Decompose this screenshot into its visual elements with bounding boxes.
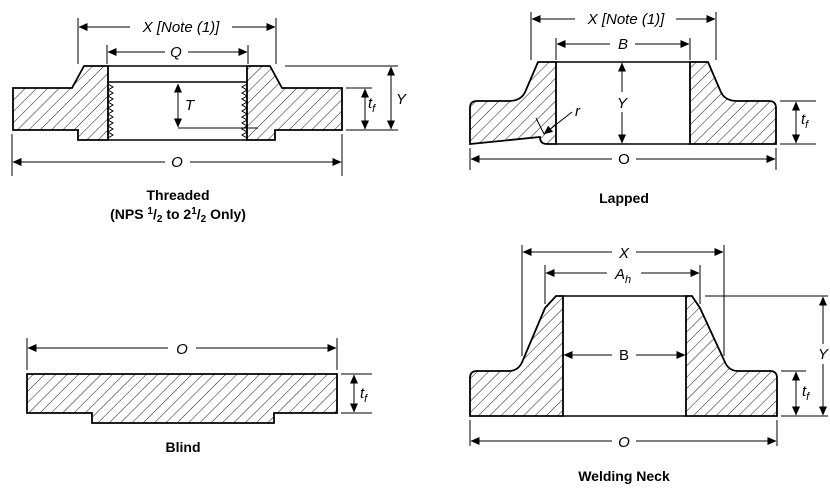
welding-neck-x-label: X [618, 245, 630, 262]
lapped-o-label: O [618, 151, 630, 168]
welding-neck-right-section [685, 295, 778, 417]
welding-neck-b-label: B [619, 347, 629, 364]
welding-neck-ah-label: Ah [614, 266, 631, 286]
threaded-flange-view: X [Note (1)] Q T tf Y O Threaded (NPS 1/… [11, 18, 407, 225]
thread-right [241, 83, 248, 139]
welding-neck-caption: Welding Neck [578, 468, 670, 484]
lapped-right-section [689, 61, 777, 145]
lapped-flange-view: X [Note (1)] B Y r tf O Lapped [469, 11, 816, 206]
threaded-left-section [12, 65, 109, 141]
threaded-x-label: X [Note (1)] [142, 19, 221, 36]
threaded-q-label: Q [170, 44, 182, 61]
threaded-o-label: O [171, 154, 183, 171]
welding-neck-y-label: Y [818, 346, 829, 363]
threaded-t-label: T [185, 97, 196, 114]
threaded-y-label: Y [396, 91, 407, 108]
blind-section [26, 373, 338, 424]
blind-o-label: O [176, 341, 188, 358]
threaded-caption: Threaded [146, 187, 209, 203]
threaded-right-section [246, 65, 343, 141]
blind-tf-label: tf [360, 385, 368, 405]
blind-caption: Blind [166, 439, 201, 455]
threaded-tf-label: tf [368, 95, 376, 115]
welding-neck-o-label: O [618, 434, 630, 451]
lapped-x-label: X [Note (1)] [587, 11, 666, 28]
welding-neck-left-section [469, 295, 564, 417]
lapped-y-label: Y [617, 95, 628, 112]
lapped-caption: Lapped [599, 190, 649, 206]
blind-flange-view: O tf Blind [26, 338, 372, 455]
lapped-r-label: r [575, 103, 581, 120]
thread-left [107, 83, 114, 139]
welding-neck-tf-label: tf [802, 383, 810, 403]
threaded-caption-nps: (NPS 1/2 to 21/2 Only) [110, 206, 246, 225]
lapped-b-label: B [618, 36, 628, 53]
lapped-left-section [469, 61, 557, 145]
lapped-tf-label: tf [801, 111, 809, 131]
welding-neck-flange-view: X Ah B tf Y O Welding Neck [469, 245, 830, 484]
